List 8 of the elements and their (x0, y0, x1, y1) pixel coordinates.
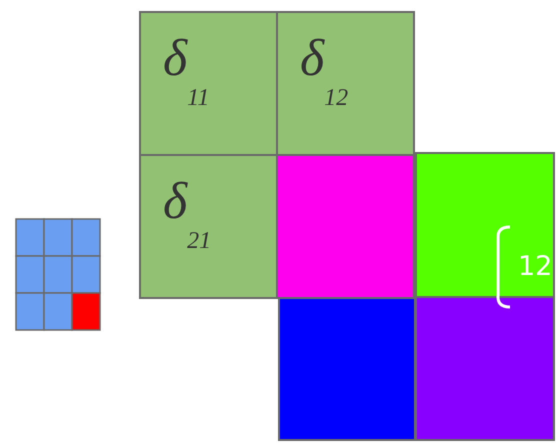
number-label: 12 (518, 253, 552, 280)
square-cell (278, 297, 416, 441)
grid-cell (139, 11, 278, 156)
square-cell (415, 296, 555, 441)
grid-cell (139, 154, 278, 299)
square-cell (276, 154, 415, 299)
grid-cell (276, 11, 415, 156)
square-cell (415, 152, 555, 298)
